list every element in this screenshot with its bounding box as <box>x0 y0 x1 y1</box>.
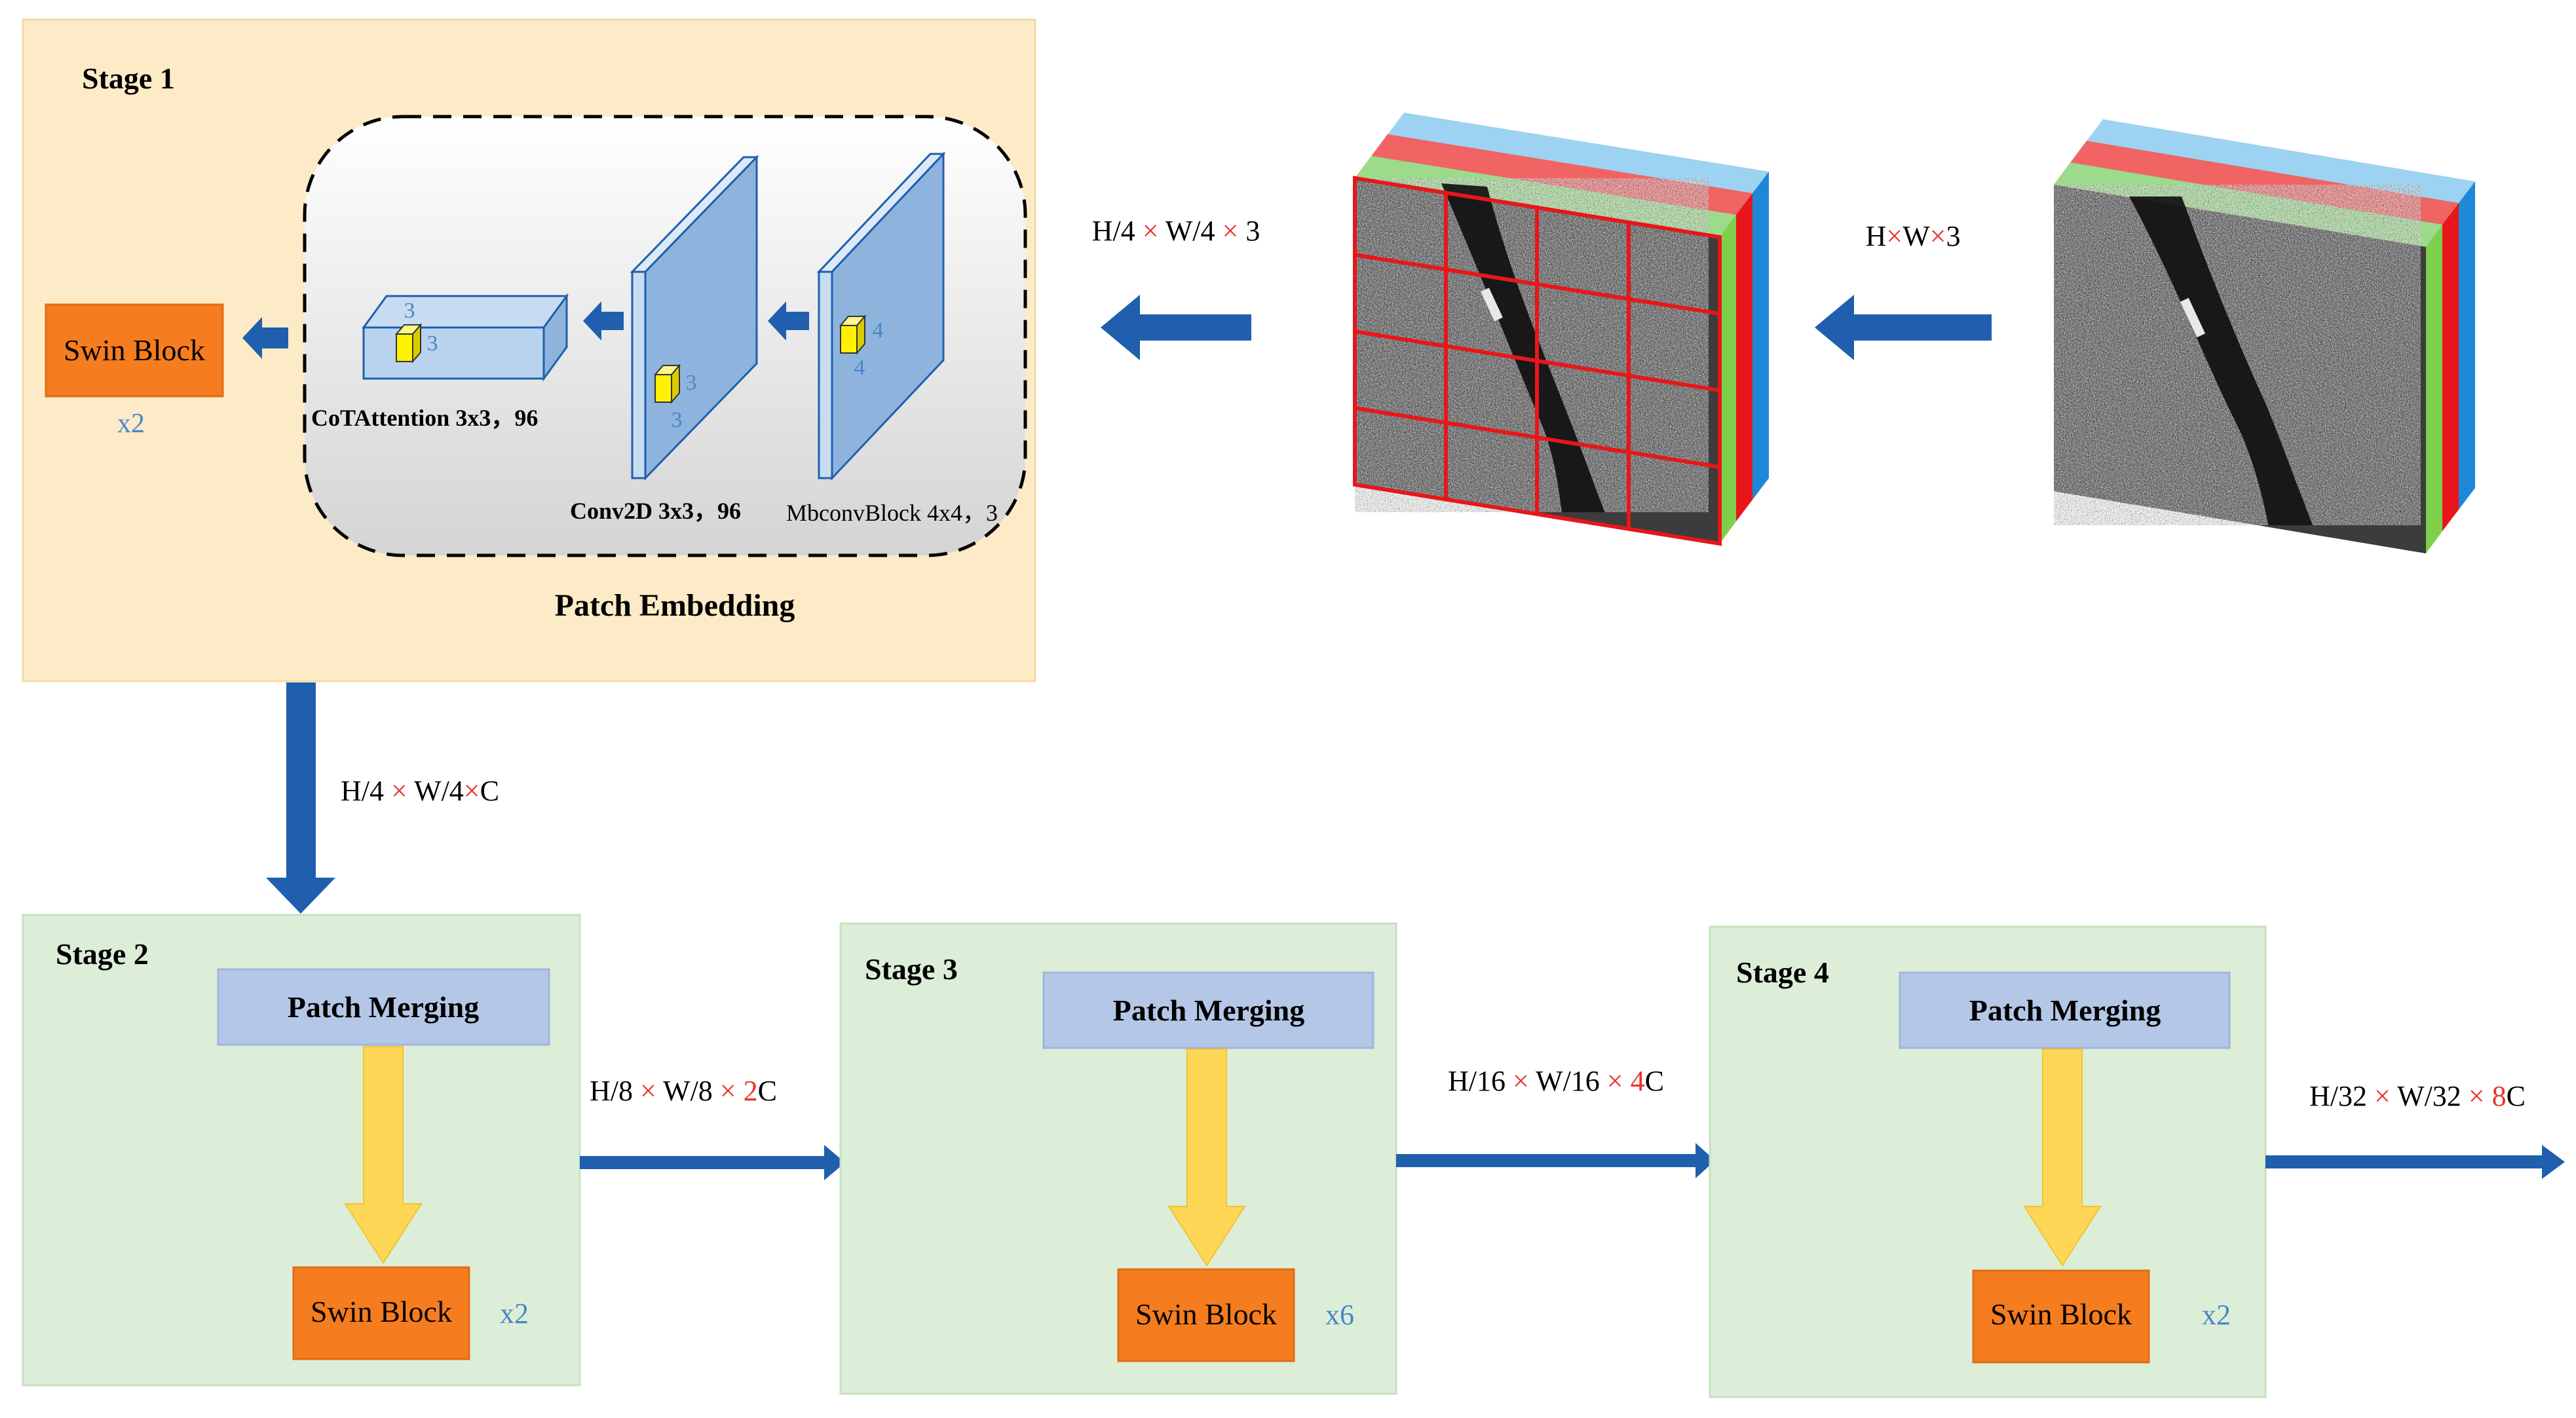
arrow-stage3-to-stage4 <box>1396 1143 1715 1178</box>
stage2-out-dims: H/8 × W/8 × 2C <box>590 1075 777 1107</box>
stage4-panel: Stage 4 Patch Merging Swin Block x2 <box>1709 925 2267 1398</box>
stage1-swin-repeat: x2 <box>117 409 145 439</box>
stage4-title: Stage 4 <box>1736 956 1829 989</box>
after-patch-dims: H/4 × W/4 × 3 <box>1092 215 1260 247</box>
stage1-panel: Stage 1 Patch Embedding Swin Block x2 3 … <box>22 18 1036 682</box>
arrow-stage4-output <box>2265 1145 2565 1179</box>
stage3-title: Stage 3 <box>865 952 958 986</box>
stage2-repeat: x2 <box>500 1297 529 1330</box>
stage3-patch-merging <box>1042 971 1374 1049</box>
conv-kernel-w: 3 <box>672 408 683 432</box>
stage2-patch-merging <box>217 968 550 1046</box>
stage2-merge-label: Patch Merging <box>288 990 480 1024</box>
cot-attention-block <box>362 293 569 382</box>
stage2-swin-label: Swin Block <box>311 1295 452 1328</box>
input-dims: H×W×3 <box>1866 220 1961 252</box>
stage4-repeat: x2 <box>2202 1299 2231 1331</box>
patch-embedding-label: Patch Embedding <box>555 588 795 623</box>
stage1-swin-label: Swin Block <box>64 333 205 367</box>
mbconv-kernel-w: 4 <box>854 356 865 380</box>
stage3-swin-block <box>1117 1268 1295 1362</box>
stage2-panel: Stage 2 Patch Merging Swin Block x2 <box>22 914 581 1387</box>
stage3-yellow-arrow <box>1167 1049 1246 1267</box>
mbconv-block <box>816 151 946 481</box>
stage3-repeat: x6 <box>1325 1299 1354 1331</box>
stage3-merge-label: Patch Merging <box>1113 994 1305 1027</box>
conv2d-block <box>630 155 759 481</box>
stage2-yellow-arrow <box>344 1046 423 1264</box>
arrow-stage2-to-stage3 <box>580 1145 845 1180</box>
stage3-swin-label: Swin Block <box>1135 1297 1277 1331</box>
stage4-swin-label: Swin Block <box>1990 1297 2132 1331</box>
stage1-swin-block <box>45 303 224 398</box>
conv-kernel-h: 3 <box>686 371 697 395</box>
stage4-swin-block <box>1972 1269 2150 1364</box>
stage4-yellow-arrow <box>2023 1049 2102 1267</box>
stage1-title: Stage 1 <box>82 62 175 95</box>
input-image-stack <box>2054 119 2475 553</box>
arrow-to-swin-block <box>242 317 288 359</box>
patched-image-stack <box>1353 113 1769 546</box>
conv-label: Conv2D 3x3，96 <box>570 498 741 524</box>
arrow-stage1-to-stage2 <box>266 682 335 914</box>
cot-label: CoTAttention 3x3，96 <box>311 405 538 431</box>
arrow-mbconv-to-conv <box>768 301 809 341</box>
stage4-patch-merging <box>1899 971 2231 1049</box>
arrow-input-to-patched <box>1815 295 1992 360</box>
stage2-title: Stage 2 <box>56 937 149 971</box>
stage3-panel: Stage 3 Patch Merging Swin Block x6 <box>839 922 1397 1395</box>
stage1-out-dims: H/4 × W/4×C <box>341 775 499 807</box>
mbconv-label: MbconvBlock 4x4，3 <box>786 500 998 526</box>
arrow-patched-to-stage1 <box>1101 295 1251 360</box>
stage2-swin-block <box>292 1266 470 1360</box>
mbconv-kernel-h: 4 <box>873 318 884 343</box>
stage4-merge-label: Patch Merging <box>1969 994 2161 1027</box>
cot-kernel-h: 3 <box>404 299 415 323</box>
arrow-conv-to-cot <box>583 301 624 341</box>
cot-kernel-w: 3 <box>427 331 438 356</box>
stage4-out-dims: H/32 × W/32 × 8C <box>2309 1080 2526 1112</box>
stage3-out-dims: H/16 × W/16 × 4C <box>1448 1065 1664 1097</box>
